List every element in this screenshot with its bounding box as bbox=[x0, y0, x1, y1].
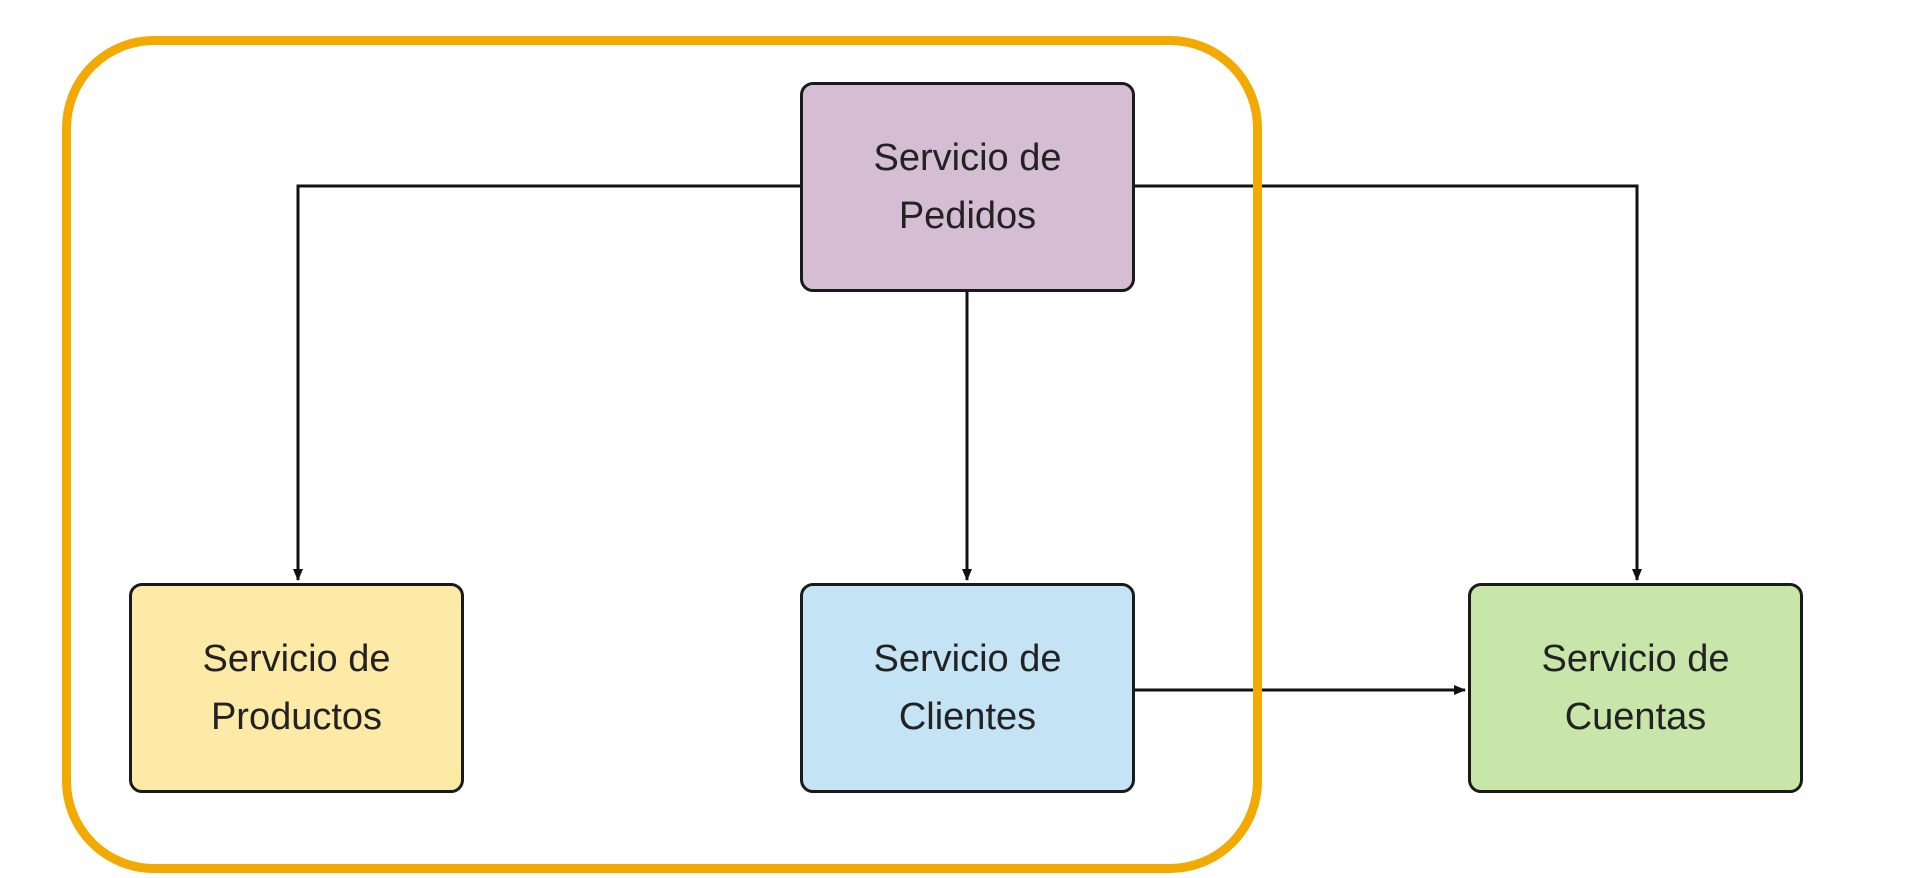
node-servicio-clientes[interactable]: Servicio de Clientes bbox=[800, 583, 1135, 793]
bounded-context-group-frame bbox=[62, 36, 1262, 873]
edge-pedidos-to-productos bbox=[293, 184, 800, 581]
node-label-productos: Servicio de Productos bbox=[202, 638, 391, 738]
node-servicio-pedidos[interactable]: Servicio de Pedidos bbox=[800, 82, 1135, 292]
node-label-clientes: Servicio de Clientes bbox=[873, 638, 1062, 738]
edge-pedidos-to-cuentas bbox=[1135, 184, 1642, 581]
node-servicio-productos[interactable]: Servicio de Productos bbox=[129, 583, 464, 793]
node-label-cuentas: Servicio de Cuentas bbox=[1541, 638, 1730, 738]
node-servicio-cuentas[interactable]: Servicio de Cuentas bbox=[1468, 583, 1803, 793]
node-label-pedidos: Servicio de Pedidos bbox=[873, 137, 1062, 237]
